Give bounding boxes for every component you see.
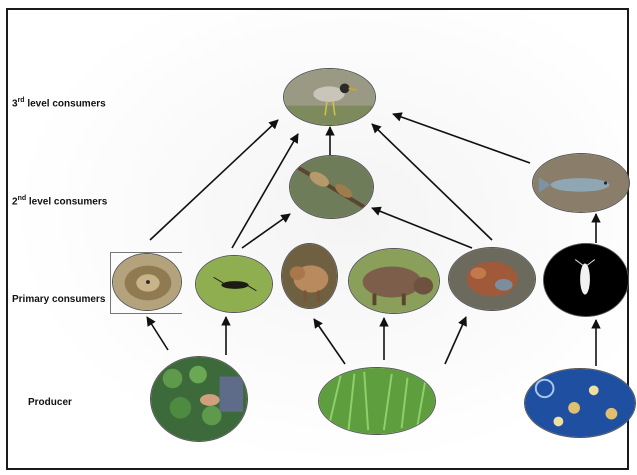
arrow-grass-to-pig [314, 319, 345, 364]
arrow-grass-to-crab [445, 317, 466, 364]
grass-image [318, 367, 436, 435]
lapwing-bird-image [283, 68, 376, 126]
arrow-plants-to-snail [147, 317, 168, 350]
hippo-image [348, 248, 440, 314]
arrow-snail-to-lapwing [150, 120, 278, 240]
perched-bird-image [289, 155, 374, 219]
arrow-fish-to-lapwing [393, 114, 530, 163]
zooplankton-image [543, 243, 629, 317]
snail-image [112, 253, 182, 311]
crab-image [448, 247, 536, 311]
insect-image [195, 255, 273, 313]
pig-image [281, 243, 338, 309]
aquatic-plants-image [150, 356, 248, 442]
arrow-crab-to-lapwing [372, 124, 492, 240]
arrow-crab-to-perched [372, 208, 472, 248]
phytoplankton-image [524, 368, 636, 438]
label-primary-consumers: Primary consumers [12, 294, 105, 305]
fish-image [532, 153, 630, 213]
